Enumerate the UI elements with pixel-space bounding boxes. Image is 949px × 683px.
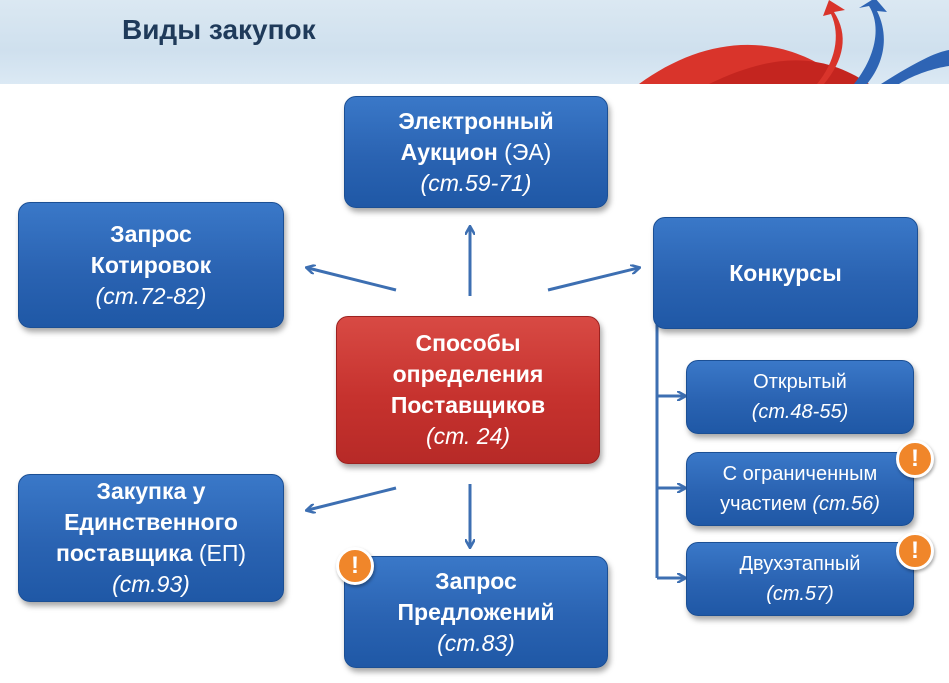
contest-type-limited: С ограниченным участием (ст.56): [686, 452, 914, 526]
arrow-to-contests: [547, 268, 638, 292]
single-supplier-box: Закупка у Единственного поставщика (ЕП) …: [18, 474, 284, 602]
contest-type-open-ref: (ст.48-55): [751, 401, 849, 423]
auction-box: Электронный Аукцион (ЭА) (ст.59-71): [344, 96, 608, 208]
contests-label: Конкурсы: [729, 259, 842, 286]
single-line2: Единственного: [64, 509, 238, 535]
contest-type-open: Открытый (ст.48-55): [686, 360, 914, 434]
center-line2: определения: [392, 361, 544, 387]
quotes-line2: Котировок: [90, 251, 212, 278]
contest-type-twostage-label: Двухэтапный: [739, 553, 861, 575]
auction-ref: (ст.59-71): [420, 169, 532, 196]
quotes-ref: (ст.72-82): [95, 282, 207, 309]
warning-icon-proposals: !: [336, 547, 374, 585]
proposals-ref: (ст.83): [437, 629, 515, 656]
center-line3: Поставщиков: [390, 392, 546, 418]
warning-icon-twostage: !: [896, 532, 934, 570]
proposals-line2: Предложений: [397, 598, 555, 625]
contest-type-open-label: Открытый: [753, 371, 847, 393]
proposals-line1: Запрос: [435, 567, 517, 594]
single-ref: (ст.93): [112, 571, 190, 597]
contest-type-twostage: Двухэтапный (ст.57): [686, 542, 914, 616]
quotes-box: Запрос Котировок (ст.72-82): [18, 202, 284, 328]
quotes-line1: Запрос: [110, 220, 192, 247]
swoosh-decoration: [639, 0, 949, 84]
center-ref: (ст. 24): [425, 423, 511, 449]
proposals-box: Запрос Предложений (ст.83): [344, 556, 608, 668]
auction-line1: Электронный: [398, 107, 554, 134]
single-line1: Закупка у: [96, 478, 206, 504]
auction-line2: Аукцион (ЭА): [400, 138, 552, 165]
single-line3: поставщика (ЕП): [55, 540, 247, 566]
page-title: Виды закупок: [122, 14, 316, 45]
warning-icon-limited: !: [896, 440, 934, 478]
arrow-to-single: [308, 486, 397, 510]
contest-type-limited-label: С ограниченным: [722, 463, 878, 485]
center-box: Способы определения Поставщиков (ст. 24): [336, 316, 600, 464]
center-line1: Способы: [415, 330, 521, 356]
contest-type-limited-label2: участием (ст.56): [720, 493, 880, 515]
header-banner: Виды закупок: [0, 0, 949, 84]
arrow-to-quotes: [308, 268, 397, 292]
contests-box: Конкурсы: [653, 217, 918, 329]
contest-type-twostage-ref: (ст.57): [766, 583, 834, 605]
